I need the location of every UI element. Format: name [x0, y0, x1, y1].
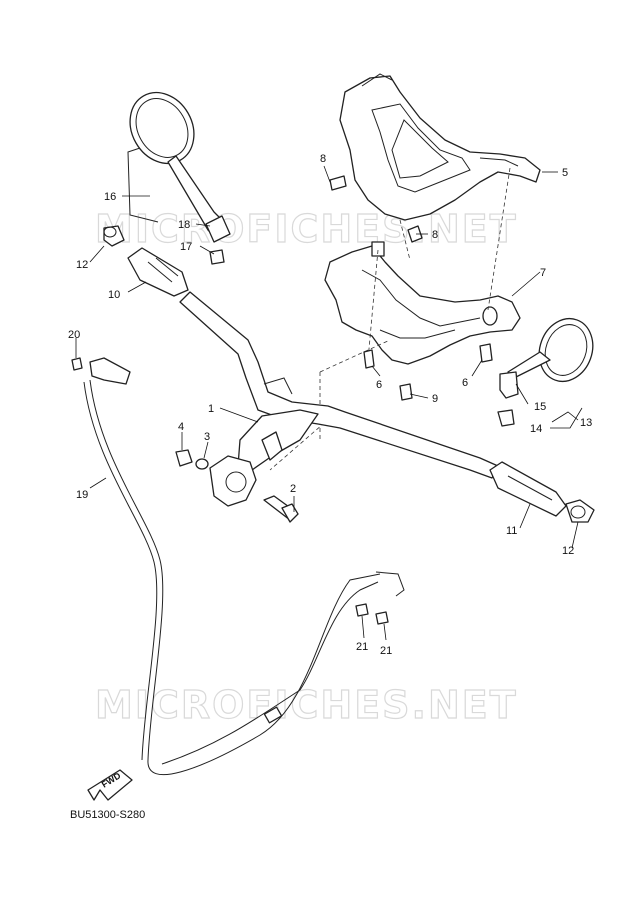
- label-9: 9: [432, 393, 438, 405]
- brake-cable: [83, 357, 405, 776]
- label-11: 11: [506, 525, 517, 537]
- label-12b: 12: [562, 545, 574, 557]
- label-17: 17: [180, 241, 192, 253]
- screw-20: [71, 357, 83, 371]
- handlebar-bolt: [263, 495, 299, 523]
- label-21b: 21: [380, 645, 392, 657]
- label-6b: 6: [462, 377, 468, 389]
- handlebar: [179, 291, 499, 507]
- label-7: 7: [540, 267, 546, 279]
- left-mirror: [127, 91, 231, 243]
- nut-and-washer: [175, 449, 209, 470]
- mirror-nut: [209, 249, 225, 265]
- label-8a: 8: [320, 153, 326, 165]
- label-15: 15: [534, 401, 546, 413]
- handle-cover: [339, 73, 541, 221]
- label-14: 14: [530, 423, 542, 435]
- label-6a: 6: [376, 379, 382, 391]
- assembly-guides: [269, 167, 511, 471]
- label-21a: 21: [356, 641, 368, 653]
- label-1: 1: [208, 403, 214, 415]
- right-mirror: [497, 317, 594, 427]
- label-5: 5: [562, 167, 568, 179]
- label-12a: 12: [76, 259, 88, 271]
- watermark-top: MICROFICHES.NET: [95, 207, 518, 251]
- label-2: 2: [290, 483, 296, 495]
- label-16: 16: [104, 191, 116, 203]
- grip-end-left: [103, 225, 125, 247]
- label-19: 19: [76, 489, 88, 501]
- leader-lines: [75, 165, 583, 641]
- label-20: 20: [68, 329, 80, 341]
- label-4: 4: [178, 421, 184, 433]
- label-13: 13: [580, 417, 592, 429]
- diagram-reference-code: BU51300-S280: [70, 809, 145, 821]
- label-18: 18: [178, 219, 190, 231]
- label-10: 10: [108, 289, 120, 301]
- lower-cover: [324, 241, 521, 365]
- watermark-bottom: MICROFICHES.NET: [95, 683, 518, 727]
- label-8b: 8: [432, 229, 438, 241]
- fwd-arrow: FWD: [87, 769, 133, 801]
- label-3: 3: [204, 431, 210, 443]
- left-grip: [127, 247, 189, 297]
- part-labels: 1 2 3 4 5 6 6 7 8 8 9 10 11 12 12 13 14 …: [68, 153, 592, 657]
- grip-end-right: [565, 499, 595, 523]
- screws: [329, 175, 493, 401]
